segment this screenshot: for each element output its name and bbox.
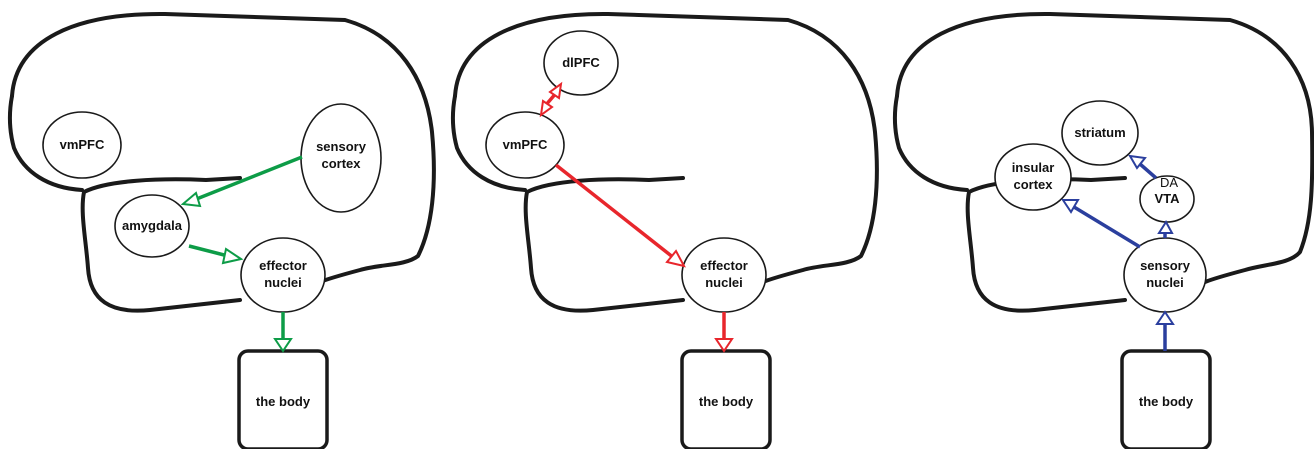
panel-2: dlPFC vmPFC effector nuclei the body [450,11,879,449]
node-amygdala: amygdala [114,194,190,258]
node-label: dlPFC [562,55,600,70]
node-vmpfc: vmPFC [42,111,122,179]
brain-outline [450,11,879,313]
edge-vmpfc-dlpfc-bidirectional [539,81,563,118]
edge-body-to-sensory-nuclei [1155,310,1175,351]
node-label: the body [256,394,311,409]
node-label: nuclei [264,275,302,290]
node-label: VTA [1154,191,1180,206]
node-sensory-nuclei: sensory nuclei [1123,237,1207,313]
node-label: amygdala [122,218,183,233]
edge-label-da: DA [1160,175,1178,190]
node-vmpfc: vmPFC [485,111,565,179]
edge-sensory-cortex-to-amygdala [180,155,303,208]
node-the-body: the body [680,349,772,449]
node-label: insular [1012,160,1055,175]
edge-vmpfc-to-effector [554,163,686,268]
node-label: cortex [1013,177,1053,192]
node-label: the body [699,394,754,409]
node-the-body: the body [1120,349,1212,449]
node-label: nuclei [1146,275,1184,290]
node-label: vmPFC [503,137,548,152]
edge-sensory-nuclei-to-vta [1157,220,1174,238]
node-dlpfc: dlPFC [543,30,619,96]
node-label: effector [700,258,748,273]
node-effector-nuclei: effector nuclei [240,237,326,313]
node-insular-cortex: insular cortex [994,143,1072,211]
edge-sensory-nuclei-to-insular [1061,199,1141,249]
node-the-body: the body [237,349,329,449]
node-label: effector [259,258,307,273]
panel-3: striatum insular cortex VTA sensory nucl… [892,11,1314,449]
edge-effector-to-body [714,312,734,353]
edge-amygdala-to-effector [188,244,244,265]
node-label: sensory [316,139,367,154]
node-label: the body [1139,394,1194,409]
node-label: cortex [321,156,361,171]
node-label: nuclei [705,275,743,290]
node-striatum: striatum [1061,100,1139,166]
node-label: striatum [1074,125,1125,140]
node-effector-nuclei: effector nuclei [681,237,767,313]
node-label: vmPFC [60,137,105,152]
edge-vta-to-striatum [1128,154,1158,180]
node-sensory-cortex: sensory cortex [300,103,382,213]
node-label: sensory [1140,258,1191,273]
edge-effector-to-body [273,312,293,353]
panel-1: vmPFC sensory cortex amygdala effector n… [7,11,436,449]
brain-outline [7,11,436,313]
